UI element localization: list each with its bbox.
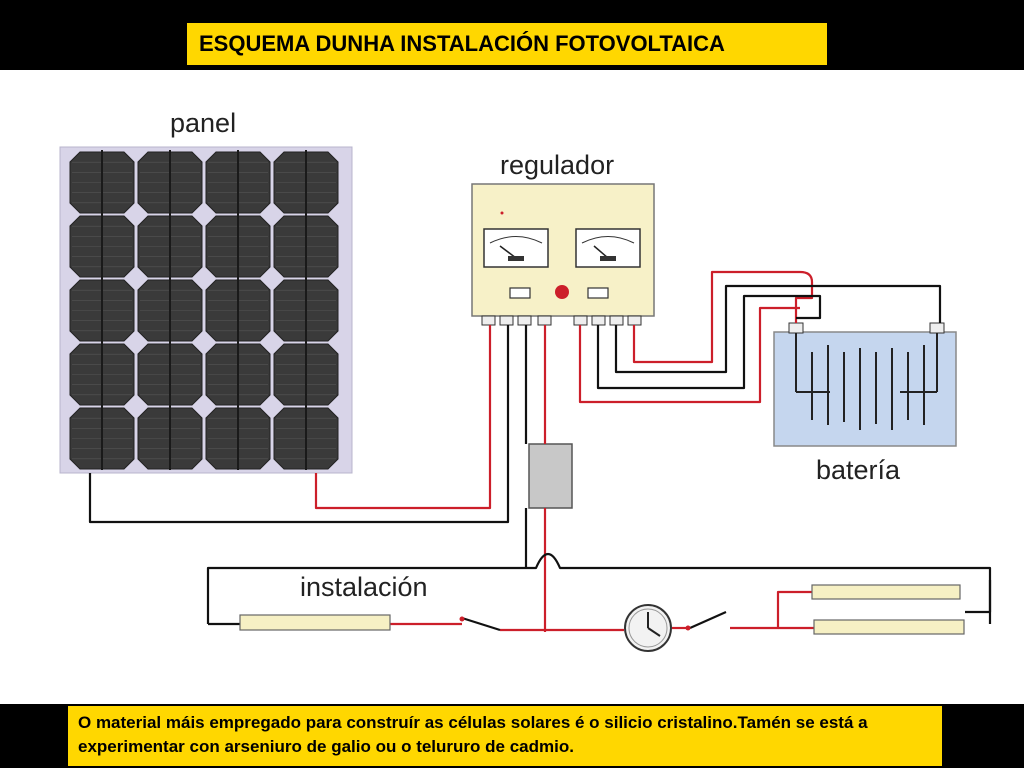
battery-label: batería <box>816 455 901 485</box>
gauge-icon <box>575 228 641 268</box>
regulator-switch <box>587 287 609 299</box>
switch <box>459 616 501 632</box>
regulator-label: regulador <box>500 150 614 180</box>
lamp <box>239 614 391 631</box>
lamp <box>813 619 965 635</box>
panel-label: panel <box>170 108 236 138</box>
regulator-switch <box>509 287 531 299</box>
clock-icon <box>624 604 672 652</box>
solar-cells <box>69 150 339 470</box>
lamp <box>811 584 961 600</box>
battery <box>773 322 957 447</box>
page-title: ESQUEMA DUNHA INSTALACIÓN FOTOVOLTAICA <box>187 23 827 65</box>
indicator-light <box>555 285 569 299</box>
switch <box>685 610 727 631</box>
wiring <box>88 270 992 632</box>
junction-box <box>528 443 573 509</box>
gauge-icon <box>483 228 549 268</box>
regulator <box>471 183 655 326</box>
solar-panel <box>59 146 353 474</box>
installation-label: instalación <box>300 572 428 602</box>
caption: O material máis empregado para construír… <box>68 706 942 766</box>
